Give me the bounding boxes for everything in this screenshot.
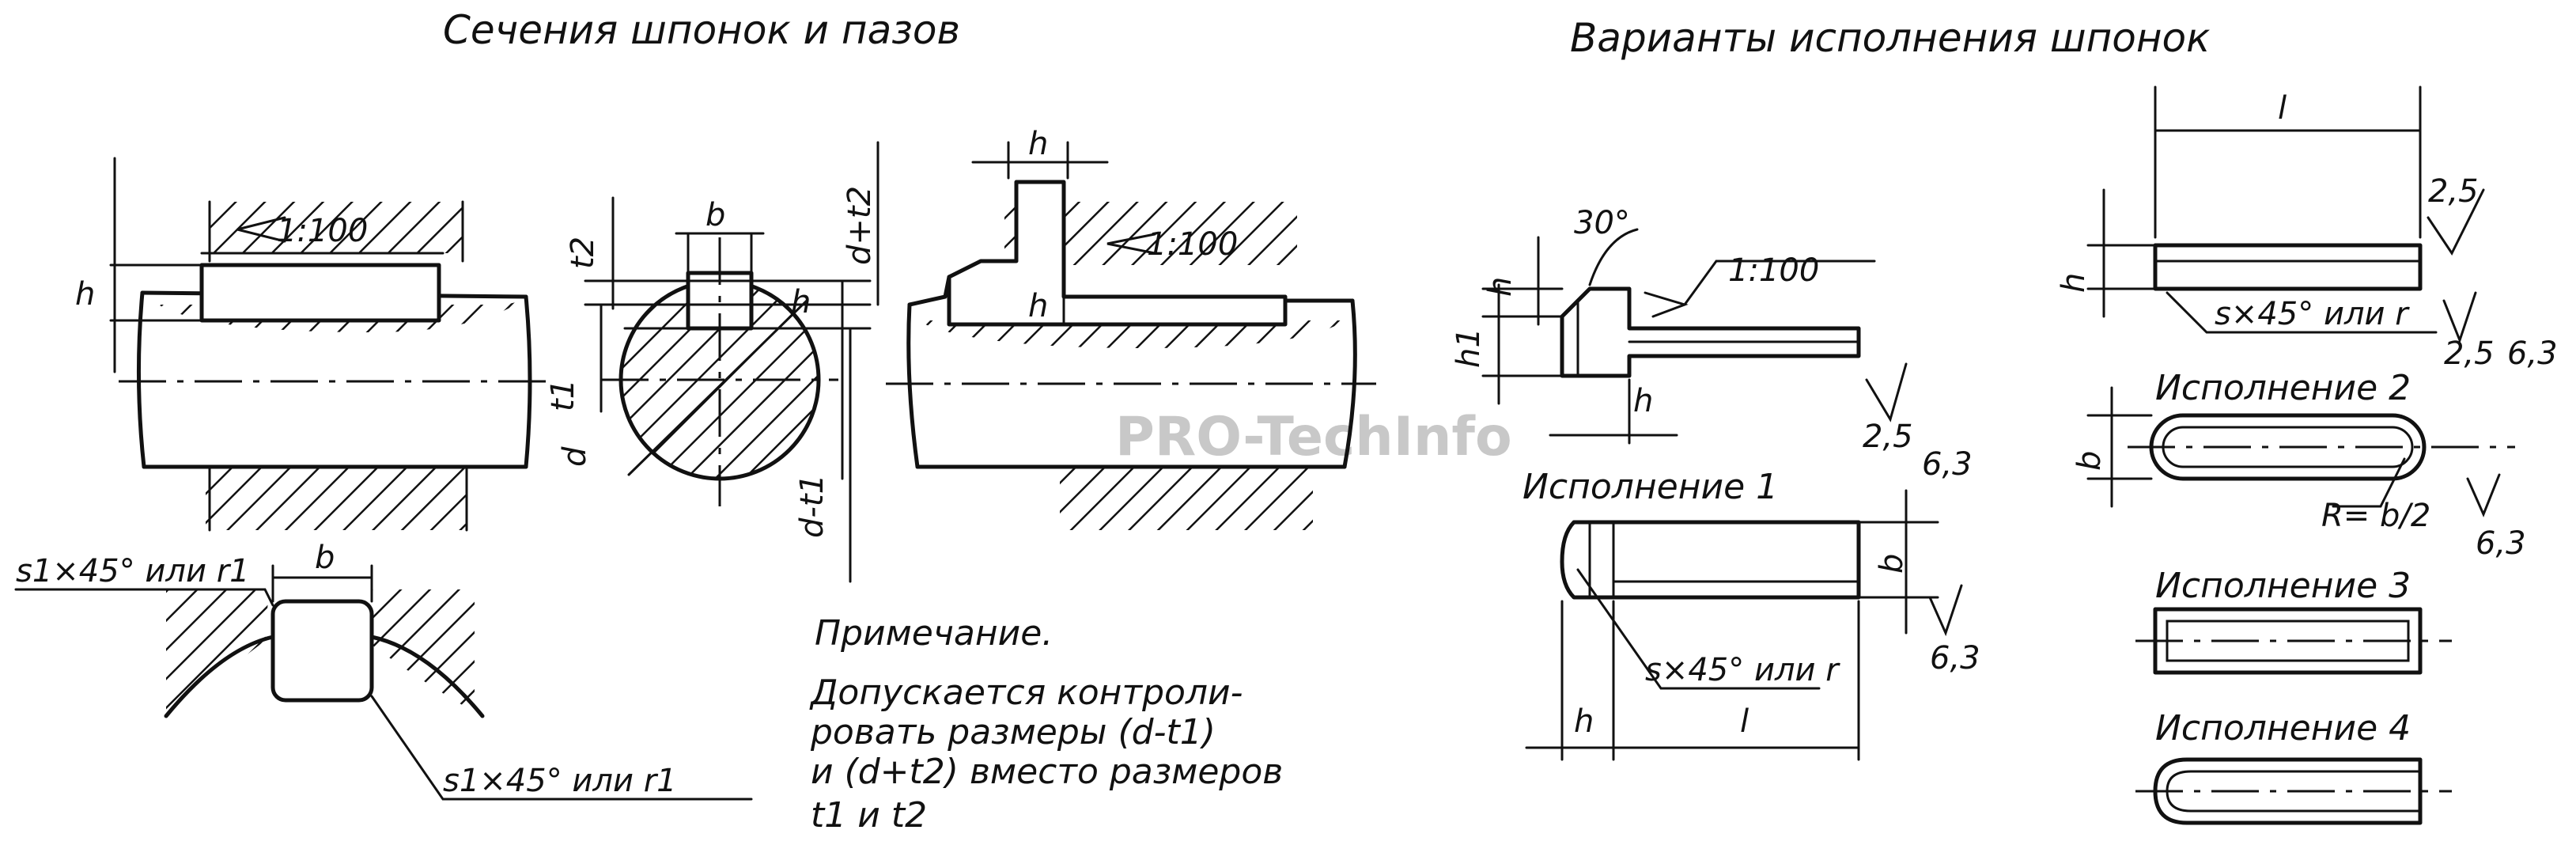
dim-h-a: h (75, 276, 95, 313)
detail-hatch-left (166, 589, 269, 712)
rough-e-63: 6,3 (1922, 446, 1973, 483)
dim-h-b: h (791, 284, 811, 320)
rough-f-63b: 6,3 (2476, 525, 2526, 562)
dim-d-plus-t2: d+t2 (842, 186, 878, 265)
rough-v1 (1928, 584, 1963, 637)
s1-leader-top (14, 588, 274, 607)
dim-d: d (557, 446, 593, 467)
title-sections: Сечения шпонок и пазов (443, 7, 960, 53)
r-leader (2332, 457, 2406, 508)
rough-f-1 (2427, 188, 2485, 256)
note-line-1: Допускается контроли- (809, 673, 1243, 713)
dim-t2: t2 (565, 237, 601, 269)
taper-e-leader (1644, 260, 1876, 318)
rough-f-3 (2466, 473, 2501, 517)
detail-arc-left (164, 635, 275, 718)
title-variants: Варианты исполнения шпонок (1570, 15, 2210, 61)
note-line-3: и (d+t2) вместо размеров (811, 752, 1283, 792)
dim-h-c2: h (1028, 288, 1048, 324)
dim-h-c: h (1028, 126, 1048, 162)
rough-v1-63: 6,3 (1930, 640, 1980, 676)
shaft-c-right (1342, 298, 1357, 469)
dim-n-e: h (1633, 383, 1653, 419)
hub-c-bottom-hatch (1060, 467, 1313, 530)
dim-b-v1: b (1874, 554, 1910, 574)
key-square (270, 599, 374, 703)
dim-h-v1: h (1574, 703, 1594, 740)
dim-d-minus-t1: d-t1 (794, 474, 830, 538)
s1-leader-bottom (370, 695, 753, 801)
rough-f-63a: 6,3 (2507, 335, 2558, 372)
rough-e-1 (1865, 362, 1908, 423)
dim-b-f: b (2071, 451, 2108, 471)
taper-e: 1:100 (1728, 252, 1819, 289)
chamfer-s-f: s×45° или r (2215, 296, 2410, 332)
taper-arrow (236, 216, 286, 243)
detail-arc-right (369, 635, 485, 718)
figure-shaft-cross-section: b t2 t1 d h d+t2 d-t1 (545, 141, 879, 583)
s-v1-leader (1576, 568, 1821, 690)
label-version-1: Исполнение 1 (1523, 467, 1778, 507)
chamfer-s1-bottom: s1×45° или r1 (443, 763, 677, 799)
s-f-leader (2166, 291, 2438, 334)
figure-versions-2-4: l h 2,5 s×45° или r 2,5 6,3 Исполнение 2… (2056, 85, 2558, 825)
shaft-c-groove-hatch (925, 320, 1345, 348)
rough-f-25b: 2,5 (2444, 335, 2495, 372)
watermark: PRO-TechInfo (1115, 406, 1512, 468)
dim-t1: t1 (545, 379, 581, 411)
taper-key (199, 263, 441, 323)
dim-l-v1: l (1740, 703, 1749, 740)
shaft-c-outline (906, 302, 1347, 469)
figure-gib-head-key: h h 1:100 (886, 126, 1376, 530)
dim-r: R= b/2 (2321, 498, 2430, 534)
label-version-3: Исполнение 3 (2155, 566, 2411, 606)
taper-c: 1:100 (1147, 226, 1238, 263)
taper-a: 1:100 (277, 213, 368, 249)
note-line-4: t1 и t2 (811, 795, 927, 836)
version-1-key (1560, 520, 1861, 600)
note-block: Примечание. Допускается контроли- ровать… (809, 613, 1283, 836)
key-top-view (2153, 243, 2423, 291)
dim-h-f: h (2056, 273, 2092, 293)
figure-key-chamfer-detail: b s1×45° или r1 s1×45° или r1 (14, 540, 753, 801)
taper-c-arrow (1106, 233, 1156, 255)
dim-l-f: l (2278, 90, 2287, 127)
gib-key-side (1560, 286, 1861, 378)
figure-taper-key-section: h 1:100 (75, 157, 546, 532)
chamfer-s-v1: s×45° или r (1645, 652, 1840, 688)
rough-f-25a: 2,5 (2428, 173, 2479, 210)
hub-hatch (210, 202, 463, 253)
angle-arc (1588, 228, 1639, 286)
chamfer-s1-top: s1×45° или r1 (16, 553, 250, 589)
dim-b-b: b (705, 197, 725, 233)
hub-bottom-hatch (206, 467, 467, 530)
note-heading: Примечание. (815, 613, 1053, 654)
label-version-2: Исполнение 2 (2155, 368, 2411, 408)
figure-version-1: h h1 30° h 1:100 2,5 6,3 Исполнение 1 b … (1451, 205, 1980, 761)
d-diameter-line (627, 299, 808, 476)
rough-e-25: 2,5 (1863, 419, 1913, 455)
gib-key (947, 180, 1288, 327)
rough-f-2 (2442, 291, 2477, 344)
note-line-2: ровать размеры (d-t1) (810, 712, 1216, 752)
dim-angle: 30° (1574, 205, 1630, 241)
dim-h-e: h (1482, 277, 1519, 297)
dim-b-d: b (315, 540, 335, 576)
detail-hatch-right (372, 589, 475, 712)
dim-h1-e: h1 (1451, 328, 1487, 368)
shaft-left-edge (136, 290, 146, 469)
label-version-4: Исполнение 4 (2155, 708, 2411, 748)
